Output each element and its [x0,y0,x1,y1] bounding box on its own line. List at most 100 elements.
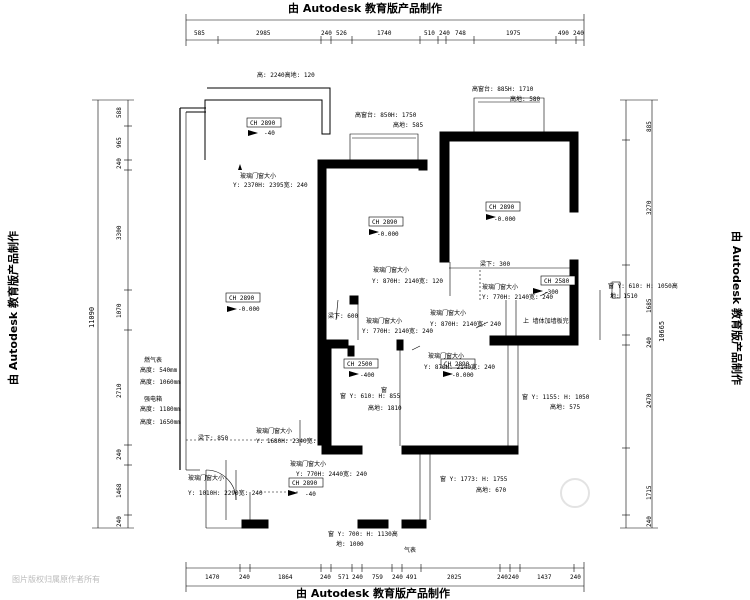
dim-top-0: 585 [194,30,205,37]
door-6-a: 玻璃门窗大小 [428,352,464,360]
dim-bottom-0: 1470 [205,574,220,581]
note-right-top-1: 高窗台: 885H: 1710 [472,85,534,93]
note-right-top-2: 高地: 580 [510,95,540,103]
dim-left-5: 2710 [116,383,123,398]
room-2-ch: CH 2890 [229,295,255,302]
room-6: CH 2500 -400 [343,358,379,379]
gas-1: 燃气表 [144,356,162,364]
room-7-level: -0.000 [452,372,474,379]
dim-right-6: 240 [646,516,653,527]
room-8-level: -40 [305,491,316,498]
dim-left-3: 3300 [116,225,123,240]
note-mid-top-1: 高窗台: 850H: 1750 [355,111,417,119]
dim-right-total: 10665 [658,321,666,342]
room-8-ch: CH 2890 [292,480,318,487]
dim-left-4: 1070 [116,303,123,318]
bath-note: 上 墙体加墙板完 [523,317,569,325]
interior-lines [186,97,621,529]
room-8: CH 2890 -40 [288,477,324,498]
dim-top-1: 2985 [256,30,271,37]
dim-bottom-8: 491 [406,574,417,581]
dim-top-10: 240 [573,30,584,37]
walls [179,87,579,529]
door-4-a: 玻璃门窗大小 [366,317,402,325]
note-right-mid-1: 窗 Y: 610: H: 1050高 [608,282,678,290]
watermark-top: 由 Autodesk 教育版产品制作 [288,1,442,15]
dimension-bottom [185,562,585,592]
room-7: CH 2890 -0.000 [440,358,476,379]
note-right-lower-2: 高地: 575 [550,403,580,411]
beam-1: 梁下: 300 [480,260,510,268]
door-9-a: 玻璃门窗大小 [188,474,224,482]
note-top-left: 高: 2240高地: 120 [257,71,315,79]
dim-bottom-7: 240 [392,574,403,581]
dim-left-total: 11090 [88,307,96,328]
dim-bottom-2: 1864 [278,574,293,581]
elec-2: 高度: 1180mm [140,405,181,413]
room-6-ch: CH 2500 [347,361,373,368]
brand-logo-icon [560,478,590,508]
gas-2: 高度: 540mm [140,366,178,374]
room-5: CH 2580 -300 [533,275,576,296]
watermark-left: 由 Autodesk 教育版产品制作 [7,230,21,386]
room-3: CH 2890 -0.000 [368,216,404,238]
door-8-a: 玻璃门窗大小 [290,460,326,468]
dimension-left [92,99,134,529]
misc-notes: 梁下: 300 梁下: 600 梁下: 850 上 墙体加墙板完 燃气表 高度:… [140,260,569,554]
dimension-right [620,99,658,529]
door-2-a: 玻璃门窗大小 [373,266,409,274]
dim-top-6: 240 [439,30,450,37]
dim-left-7: 1468 [116,483,123,498]
door-5-b: Y: 870H: 2140宽: 240 [430,320,501,328]
elec-3: 高度: 1650mm [140,418,181,426]
beam-2: 梁下: 600 [328,312,358,320]
dim-bottom-6: 759 [372,574,383,581]
dim-bottom-5: 240 [352,574,363,581]
hole-note: 窗 [381,386,387,394]
gas-3: 高度: 1060mm [140,378,181,386]
room-1-ch: CH 2890 [250,120,276,127]
note-right-lower-1: 窗 Y: 1155: H: 1050 [522,393,590,401]
room-6-level: -400 [360,372,375,379]
room-3-ch: CH 2890 [372,219,398,226]
door-6-b: Y: 870H: 2140宽: 240 [424,363,495,371]
dim-bottom-1: 240 [239,574,250,581]
note-bottom-left-2: 地: 1000 [336,540,364,548]
dim-bottom-3: 240 [320,574,331,581]
room-3-level: -0.000 [377,231,399,238]
dim-top-4: 1740 [377,30,392,37]
room-5-ch: CH 2580 [544,278,570,285]
dimension-right-labels: 885 3270 1685 240 2470 1715 240 10665 [646,121,666,527]
room-4-level: -0.000 [494,216,516,223]
dimension-top-labels: 585 2985 240 526 1740 510 240 748 1975 4… [194,30,584,37]
dimension-top [185,14,585,46]
dim-bottom-12: 1437 [537,574,552,581]
beam-3: 梁下: 850 [198,434,228,442]
door-7-b: Y: 1680H: 2340宽: 240 [256,437,331,445]
room-labels: CH 2890 -40 CH 2890 -0.000 CH 2890 -0.00… [225,117,576,498]
dim-right-5: 1715 [646,485,653,500]
dim-right-4: 2470 [646,393,653,408]
dim-right-2: 1685 [646,298,653,313]
room-2: CH 2890 -0.000 [225,292,261,313]
dim-left-2: 240 [116,158,123,169]
door-9-b: Y: 1010H: 2290宽: 240 [188,489,263,497]
dim-top-3: 526 [336,30,347,37]
gas-meter: 气表 [404,546,416,554]
dim-left-6: 240 [116,449,123,460]
room-4-ch: CH 2890 [489,204,515,211]
door-1-b: Y: 2370H: 2395宽: 240 [233,181,308,189]
door-7-a: 玻璃门窗大小 [256,427,292,435]
door-1-a: 玻璃门窗大小 [240,172,276,180]
dim-left-8: 240 [116,516,123,527]
door-3-a: 玻璃门窗大小 [482,283,518,291]
dim-bottom-13: 240 [570,574,581,581]
dim-left-0: 588 [116,107,123,118]
room-4: CH 2890 -0.000 [485,201,521,223]
dim-right-1: 3270 [646,200,653,215]
dimension-left-labels: 588 965 240 3300 1070 2710 240 1468 240 … [88,107,123,527]
room-2-level: -0.000 [238,306,260,313]
dim-top-7: 748 [455,30,466,37]
watermark-bottom: 由 Autodesk 教育版产品制作 [296,586,450,600]
